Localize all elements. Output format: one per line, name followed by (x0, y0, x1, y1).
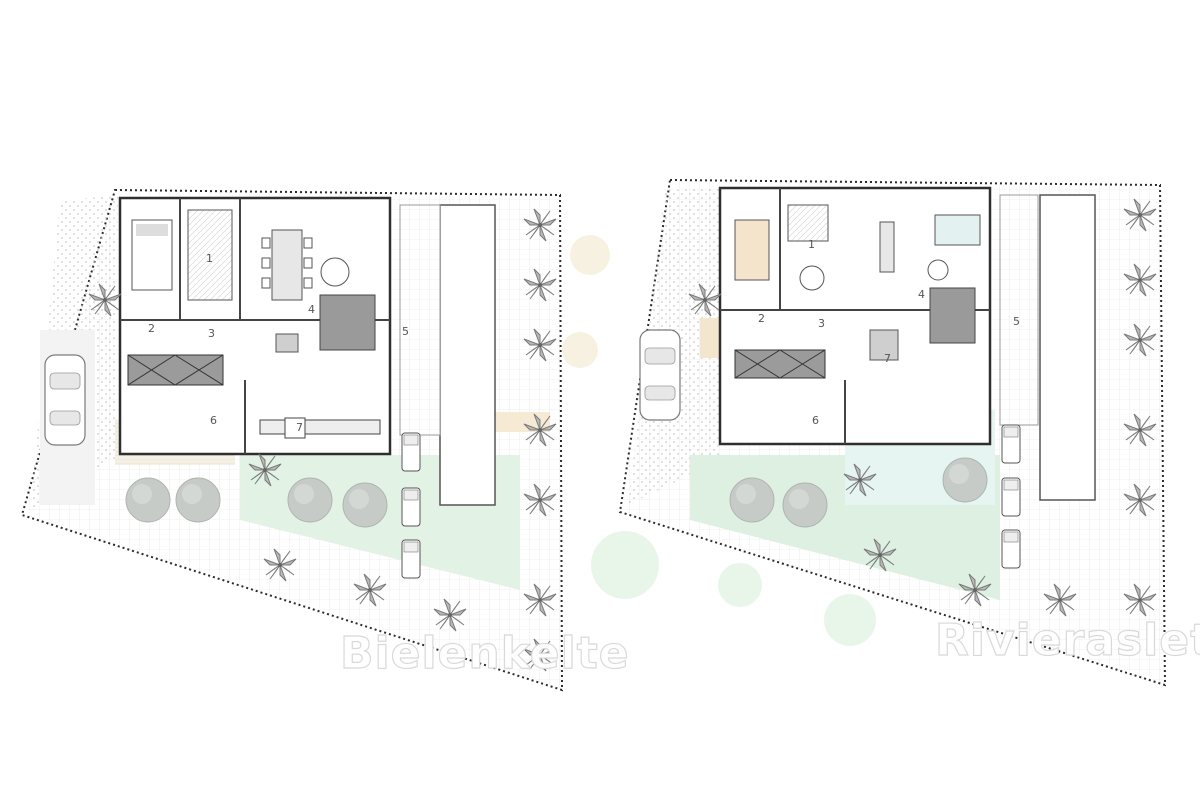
round-tree-icon (729, 477, 775, 523)
round-tree-icon (342, 482, 388, 528)
bathroom-vanity (259, 419, 381, 435)
sun-lounger-icon (1001, 424, 1021, 464)
room-number: 5 (1013, 315, 1020, 328)
sun-lounger-icon (401, 432, 421, 472)
shrub-icon (570, 235, 610, 275)
bathtub (284, 417, 306, 439)
dining-chairs (261, 237, 313, 289)
room-number: 6 (812, 414, 819, 427)
wardrobe (787, 204, 829, 242)
round-tree-icon (125, 477, 171, 523)
car-icon (639, 329, 681, 421)
pool (439, 204, 496, 506)
room-number: 4 (308, 303, 315, 316)
room-number: 7 (296, 421, 303, 434)
room-number: 5 (402, 325, 409, 338)
sun-lounger-icon (1001, 529, 1021, 569)
round-tree-icon (942, 457, 988, 503)
round-table (320, 257, 350, 287)
pool-edge (999, 194, 1039, 426)
sun-lounger-icon (401, 539, 421, 579)
car-icon (44, 354, 86, 446)
shrub-icon (591, 531, 659, 599)
room-number: 1 (206, 252, 213, 265)
round-tree-icon (287, 477, 333, 523)
site-plan-left: 1 2 3 4 5 6 7 Bielenkelte (20, 188, 630, 692)
sofa-icon (929, 287, 976, 344)
room-number: 3 (208, 327, 215, 340)
wardrobe (187, 209, 233, 301)
room-number: 6 (210, 414, 217, 427)
round-tree-icon (175, 477, 221, 523)
pool (1039, 194, 1096, 501)
kitchen-island (127, 354, 224, 386)
room-number: 7 (884, 352, 891, 365)
kitchen-island (734, 349, 826, 379)
watermark: Bielenkelte (340, 628, 630, 679)
pool-edge (399, 204, 441, 436)
room-numbers: 1 2 3 4 5 6 7 (148, 252, 409, 434)
sun-lounger-icon (401, 487, 421, 527)
armchair (275, 333, 299, 353)
shrub-icon (824, 594, 876, 646)
shrub-icon (562, 332, 598, 368)
room-number: 1 (808, 238, 815, 251)
round-table (799, 265, 825, 291)
sofa-icon (319, 294, 376, 351)
room-number: 3 (818, 317, 825, 330)
bed-icon (734, 219, 770, 281)
round-tree-icon (782, 482, 828, 528)
room-number: 2 (758, 312, 765, 325)
room-numbers: 1 2 3 4 5 6 7 (758, 238, 1020, 427)
round-table (927, 259, 949, 281)
bed-pillow (136, 224, 168, 236)
room-number: 4 (918, 288, 925, 301)
watermark: Rivieraslete (935, 615, 1200, 666)
sun-lounger-icon (1001, 477, 1021, 517)
armchair (869, 329, 899, 361)
bed-icon (934, 214, 981, 246)
shrub-icon (718, 563, 762, 607)
site-plan-right: 1 2 3 4 5 6 7 Rivieraslete (591, 178, 1200, 687)
dining-table-icon (879, 221, 895, 273)
room-number: 2 (148, 322, 155, 335)
dining-table-icon (271, 229, 303, 301)
